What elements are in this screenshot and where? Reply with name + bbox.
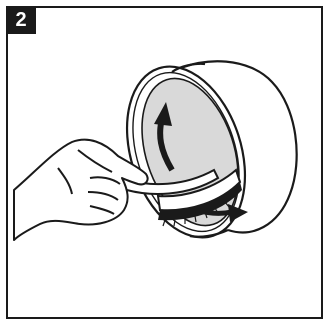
hand-icon xyxy=(14,140,148,240)
ring-housing-icon xyxy=(106,51,296,252)
